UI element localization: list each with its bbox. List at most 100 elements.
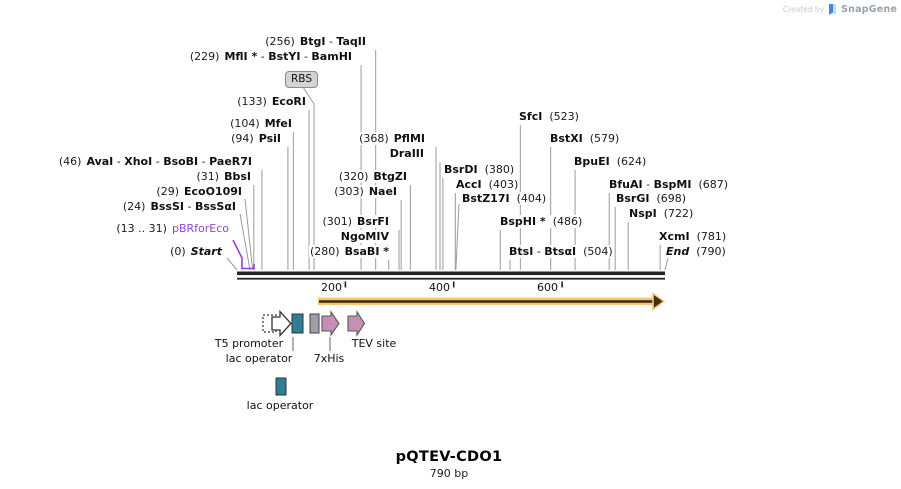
connector-line-ecoo109i <box>244 198 254 271</box>
enzyme-name: BstXI <box>550 132 583 145</box>
tev-site-arrow[interactable] <box>347 310 366 337</box>
enzyme-separator: - <box>113 155 125 168</box>
lac-operator-1-box[interactable] <box>291 313 304 334</box>
tev-site-label: TEV site <box>351 337 397 350</box>
enzyme-name: BsoBI <box>163 155 199 168</box>
his-tag-arrow[interactable] <box>321 310 340 337</box>
enzyme-position: (579) <box>589 132 620 145</box>
enzyme-label-bsabi[interactable]: (280)BsaBI * <box>308 245 390 258</box>
enzyme-name: BtgZI <box>373 170 407 183</box>
enzyme-label-nspi[interactable]: NspI(722) <box>628 207 695 220</box>
enzyme-label-xcmi[interactable]: XcmI(781) <box>658 230 728 243</box>
enzyme-label-btgi-taqii[interactable]: (256)BtgI - TaqII <box>264 35 367 48</box>
enzyme-name: BssSαI <box>194 200 236 213</box>
map-line-thin <box>237 277 665 280</box>
connector-line-bstz17i <box>455 203 460 271</box>
enzyme-position: (523) <box>549 110 579 123</box>
rbs-callout[interactable]: RBS <box>285 71 318 88</box>
rbs-feature-box[interactable] <box>309 313 320 334</box>
enzyme-label-btsi-btsai[interactable]: BtsI - BtsαI(504) <box>508 245 614 258</box>
connector-line-end <box>664 257 669 271</box>
enzyme-position: (31) <box>196 170 220 183</box>
plasmid-length: 790 bp <box>429 467 469 480</box>
enzyme-label-bstxi[interactable]: BstXI (579) <box>549 132 621 145</box>
axis-tick-label-400: 400 <box>429 281 450 294</box>
enzyme-name: BsrGI <box>616 192 650 205</box>
enzyme-name: BamHI <box>311 50 352 63</box>
created-by-text: Created by <box>782 5 825 14</box>
enzyme-position: (504) <box>583 245 613 258</box>
rbs-callout-line <box>302 86 315 270</box>
enzyme-label-draiii[interactable]: DraIII <box>388 147 425 160</box>
enzyme-separator: - <box>257 50 269 63</box>
enzyme-label-bsssi[interactable]: (24) BssSI - BssSαI <box>121 200 237 213</box>
enzyme-label-acci[interactable]: AccI(403) <box>455 178 520 191</box>
enzyme-position: (24) <box>122 200 146 213</box>
t5-promoter-feature[interactable] <box>262 309 292 338</box>
enzyme-position: (624) <box>616 155 647 168</box>
enzyme-label-bsrgi[interactable]: BsrGI(698) <box>615 192 688 205</box>
enzyme-position: (0) <box>170 245 186 258</box>
enzyme-label-pbrforeco[interactable]: (13 .. 31) pBRforEco <box>115 222 230 235</box>
enzyme-label-bfuai-bspmi[interactable]: BfuAI - BspMI(687) <box>608 178 730 191</box>
enzyme-position: (404) <box>516 192 547 205</box>
enzyme-label-ecori[interactable]: (133) EcoRI <box>236 95 307 108</box>
lac-operator-1-label: lac operator <box>225 352 293 365</box>
enzyme-position: (133) <box>237 95 267 108</box>
enzyme-label-bsrdi[interactable]: BsrDI(380) <box>443 163 516 176</box>
enzyme-label-sfci[interactable]: SfcI (523) <box>518 110 580 123</box>
enzyme-position: (301) <box>322 215 353 228</box>
enzyme-label-bsrfi[interactable]: (301) BsrFI <box>321 215 390 228</box>
enzyme-position: (94) <box>231 132 254 145</box>
his-tag-label: 7xHis <box>313 352 345 365</box>
enzyme-position: (781) <box>696 230 727 243</box>
snapgene-logo-icon <box>829 4 837 15</box>
enzyme-name: BpuEI <box>574 155 610 168</box>
enzyme-label-naei[interactable]: (303) NaeI <box>333 185 398 198</box>
enzyme-label-bpuei[interactable]: BpuEI (624) <box>573 155 648 168</box>
enzyme-label-mfei[interactable]: (104)MfeI <box>229 117 293 130</box>
enzyme-name: pBRforEco <box>171 222 229 235</box>
enzyme-name: PflMI <box>393 132 425 145</box>
enzyme-label-bsphi[interactable]: BspHI *(486) <box>499 215 584 228</box>
lac-operator-2-box[interactable] <box>275 377 287 396</box>
orf-arrow-head <box>652 291 666 311</box>
enzyme-position: (29) <box>156 185 179 198</box>
lac-operator-2-label: lac operator <box>246 399 314 412</box>
enzyme-position: (790) <box>696 245 726 258</box>
enzyme-separator: - <box>198 155 210 168</box>
t5-promoter-arrow <box>271 309 292 338</box>
axis-tick-label-200: 200 <box>321 281 342 294</box>
enzyme-name: EcoRI <box>271 95 306 108</box>
enzyme-label-bbsi[interactable]: (31)BbsI <box>195 170 252 183</box>
enzyme-separator: - <box>300 50 312 63</box>
enzyme-position: (687) <box>698 178 729 191</box>
enzyme-position: (368) <box>359 132 389 145</box>
orf-arrow-core <box>319 300 654 303</box>
enzyme-name: BsrFI <box>357 215 389 228</box>
enzyme-name: NaeI <box>368 185 397 198</box>
enzyme-label-pflmi[interactable]: (368) PflMI <box>358 132 426 145</box>
orf-arrow[interactable] <box>318 291 666 311</box>
enzyme-position: (280) <box>309 245 340 258</box>
enzyme-name: SfcI <box>519 110 543 123</box>
enzyme-name: BtsαI <box>544 245 577 258</box>
pbrforeco-primer-bracket[interactable] <box>232 239 255 270</box>
enzyme-separator: - <box>183 200 195 213</box>
enzyme-label-end[interactable]: End(790) <box>665 245 727 258</box>
enzyme-position: (403) <box>488 178 519 191</box>
enzyme-label-btgzi[interactable]: (320)BtgZI <box>337 170 408 183</box>
enzyme-label-bstz17i[interactable]: BstZ17I(404) <box>461 192 548 205</box>
enzyme-label-start[interactable]: (0)Start <box>169 245 223 258</box>
enzyme-position: (13 .. 31) <box>116 222 167 235</box>
enzyme-name: DraIII <box>389 147 424 160</box>
enzyme-label-ecoo109i[interactable]: (29)EcoO109I <box>155 185 243 198</box>
enzyme-label-psii[interactable]: (94)PsiI <box>230 132 282 145</box>
enzyme-name: BssSI <box>150 200 184 213</box>
enzyme-label-ngomiv[interactable]: NgoMIV <box>339 230 390 243</box>
enzyme-label-mfli-bstyi-bamhi[interactable]: (229)MflI * - BstYI - BamHI <box>188 50 353 63</box>
map-line-thick <box>237 271 665 276</box>
enzyme-position: (303) <box>334 185 364 198</box>
enzyme-label-avai-xhoi-bsobi-paer7i[interactable]: (46)AvaI - XhoI - BsoBI - PaeR7I <box>57 155 253 168</box>
